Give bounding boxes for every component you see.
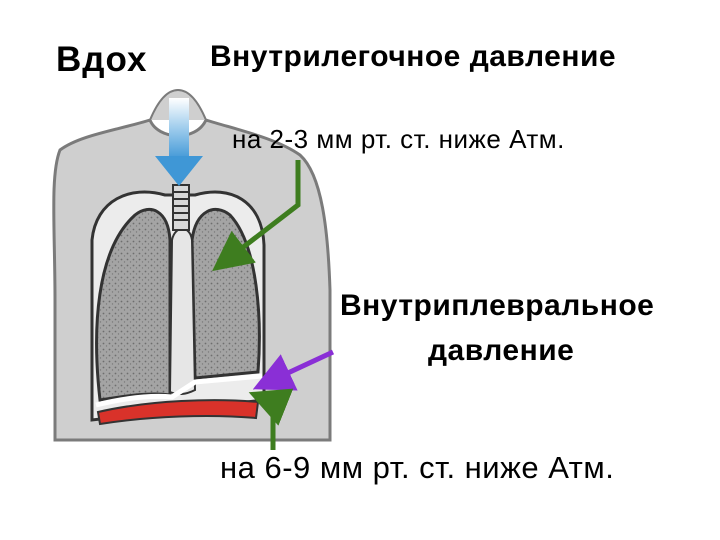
intrapleural-pressure-value: на 6-9 мм рт. ст. ниже Атм. [220,450,615,485]
intrapleural-pressure-label-line2: давление [428,334,575,367]
intrapulmonary-pressure-value: на 2-3 мм рт. ст. ниже Атм. [232,124,565,154]
trachea [172,184,190,231]
pleural-cavity [95,373,263,408]
intrapulmonary-pointer [212,160,301,272]
title-inhale: Вдох [56,40,148,79]
left-lung [95,207,172,402]
mediastinum [168,227,197,396]
down-arrow-icon [155,98,203,186]
intrapleural-pointer [252,349,335,391]
intrapleural-value-pointer [248,388,294,450]
intrapulmonary-pressure-label: Внутрилегочное давление [210,40,617,73]
intrapleural-pressure-label-line1: Внутриплевральное [340,289,655,322]
